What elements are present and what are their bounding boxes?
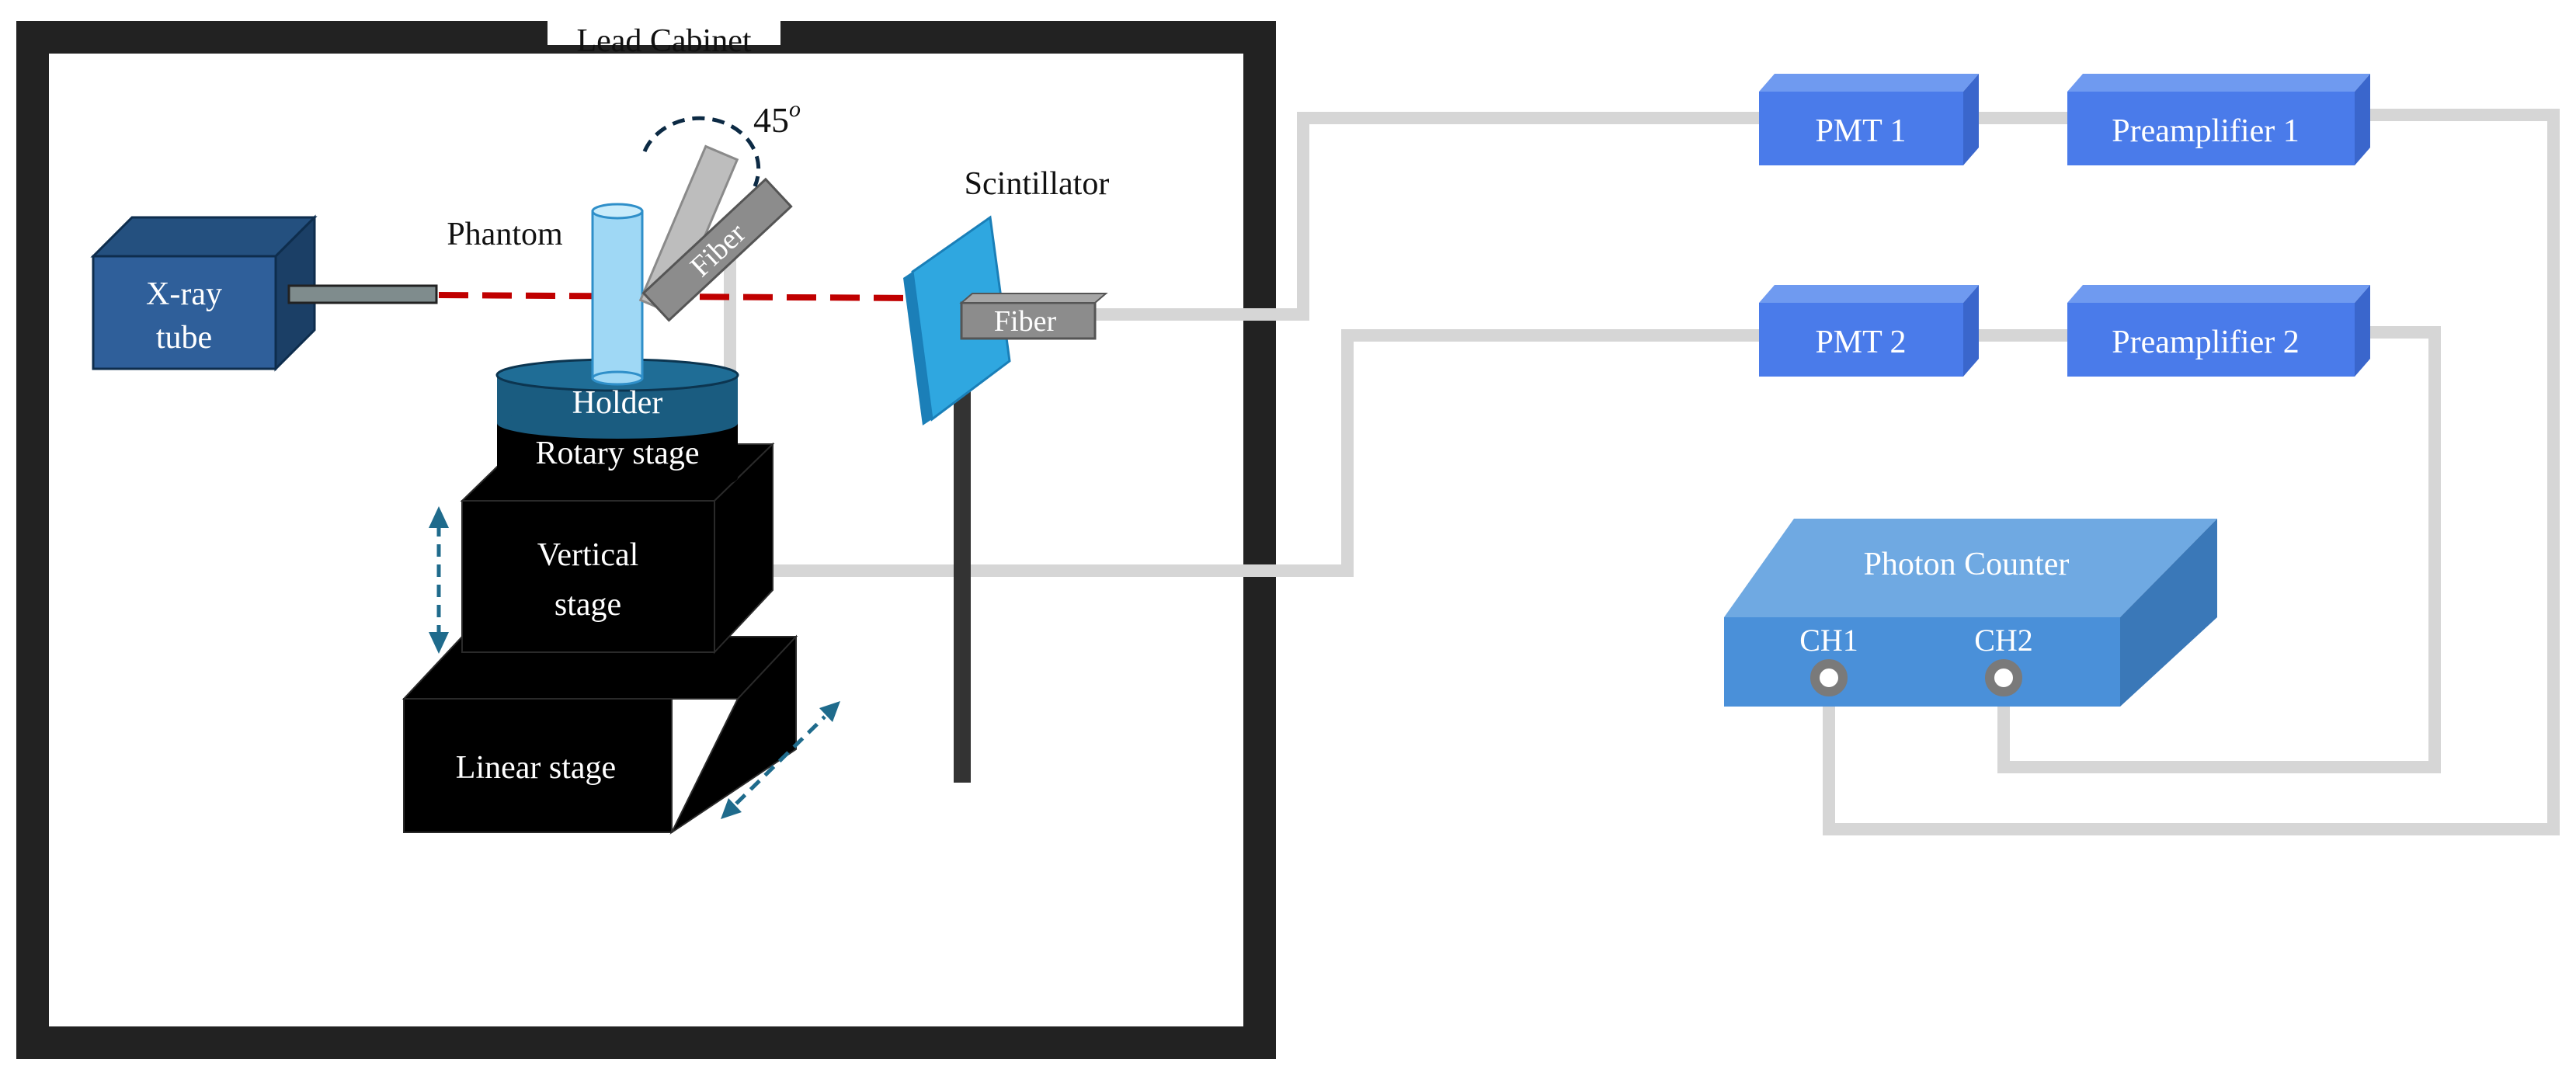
photon-counter-label: Photon Counter — [1864, 547, 2070, 582]
holder-bottom — [497, 408, 738, 439]
cable-preamp1-ch1 — [1823, 109, 2560, 835]
xray-tube: X-ray tube — [90, 214, 438, 372]
fiber-scint-label: Fiber — [994, 305, 1057, 338]
ch2-label: CH2 — [1974, 623, 2033, 658]
scintillator-label: Scintillator — [965, 166, 1110, 202]
pmt2-top — [1759, 285, 1979, 303]
preamp2-side — [2355, 285, 2370, 377]
xray-tube-front — [92, 255, 277, 370]
angle-label: 45o — [753, 96, 801, 140]
vertical-arrow-head-up — [429, 506, 449, 528]
preamp1-label: Preamplifier 1 — [2112, 113, 2299, 149]
preamp2-top — [2067, 285, 2370, 303]
pmt1-side — [1963, 74, 1979, 165]
cable-fiber-pmt1 — [1095, 112, 1763, 321]
fiber-scint-top — [959, 293, 1108, 304]
pmt2-front — [1759, 303, 1963, 377]
pmt2-module: PMT 2 — [1759, 285, 1979, 377]
pmt2-label: PMT 2 — [1815, 325, 1906, 360]
vertical-stage-front — [461, 500, 715, 653]
preamp1-module: Preamplifier 1 — [2067, 74, 2370, 165]
linear-arrow-head-down — [721, 798, 742, 819]
vertical-stage-label-1: Vertical — [537, 537, 639, 573]
linear-arrow-head-up — [819, 701, 840, 722]
linear-stage-front — [403, 698, 673, 833]
xray-tube-nozzle — [287, 284, 438, 304]
angle-unit: o — [789, 96, 801, 122]
angle-arc — [642, 116, 761, 187]
vertical-stage-label-2: stage — [554, 587, 621, 623]
cabinet-title-bg — [548, 17, 780, 45]
photon-counter-side — [2120, 519, 2217, 707]
photon-counter-top — [1724, 519, 2217, 617]
linear-stage-side — [669, 634, 797, 835]
preamp2-module: Preamplifier 2 — [2067, 285, 2370, 377]
scintillator-edge — [903, 272, 932, 425]
photon-counter-front — [1724, 617, 2120, 707]
scintillator-post — [954, 373, 971, 783]
preamp1-top — [2067, 74, 2370, 92]
photon-counter: Photon Counter CH1 CH2 — [1724, 519, 2217, 707]
pmt1-module: PMT 1 — [1759, 74, 1979, 165]
linear-stage-label: Linear stage — [456, 750, 616, 786]
rotary-stage-bottom — [497, 460, 738, 495]
cabinet-title: Lead Cabinet — [576, 23, 751, 59]
phantom-bottom — [591, 370, 644, 386]
holder: Holder — [495, 358, 739, 439]
pmt2-side — [1963, 285, 1979, 377]
pmt1-label: PMT 1 — [1815, 113, 1906, 149]
fiber-angled-body — [641, 177, 793, 322]
vertical-arrow-head-down — [429, 632, 449, 654]
fiber-scint: Fiber — [959, 293, 1108, 340]
ch2-connector — [1985, 659, 2022, 696]
ch1-label: CH1 — [1799, 623, 1858, 658]
phantom-label: Phantom — [447, 217, 563, 252]
phantom-body — [591, 210, 644, 380]
phantom-top — [591, 203, 644, 220]
pmt1-top — [1759, 74, 1979, 92]
xray-tube-label-1: X-ray — [146, 276, 222, 312]
angle-value: 45 — [753, 100, 789, 140]
linear-motion-arrow — [721, 701, 840, 819]
ch1-connector — [1810, 659, 1848, 696]
vertical-motion-arrow — [429, 506, 449, 654]
scintillator: Scintillator — [903, 166, 1109, 783]
preamp2-front — [2067, 303, 2355, 377]
pmt1-front — [1759, 92, 1963, 165]
phantom — [591, 203, 644, 386]
rotary-stage-label: Rotary stage — [535, 436, 699, 471]
preamp1-front — [2067, 92, 2355, 165]
cable-preamp2-ch2 — [1997, 326, 2441, 773]
preamp2-label: Preamplifier 2 — [2112, 325, 2299, 360]
xray-tube-label-2: tube — [156, 320, 212, 356]
holder-label: Holder — [572, 385, 663, 421]
preamp1-side — [2355, 74, 2370, 165]
